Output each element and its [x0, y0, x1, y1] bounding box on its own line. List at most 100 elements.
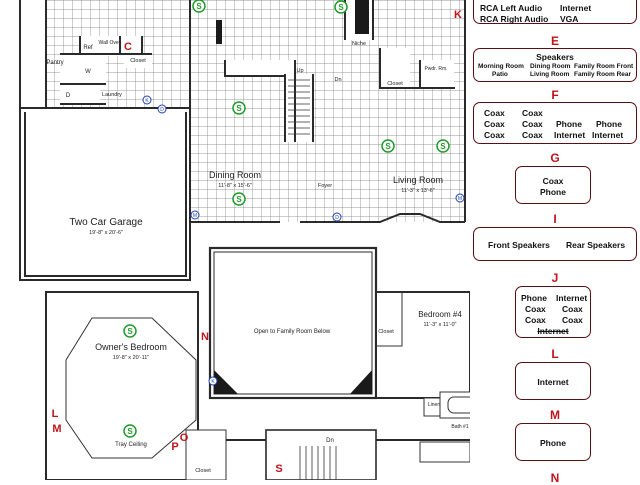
linen-label: Linen — [428, 402, 440, 408]
label-n: N — [201, 331, 209, 343]
legend-letter-e: E — [550, 34, 559, 48]
j-coax: Coax — [562, 304, 583, 314]
main-floor — [20, 0, 465, 280]
fireplace — [355, 0, 369, 34]
e-title: Speakers — [536, 52, 574, 62]
open-family-room-label: Open to Family Room Below — [254, 329, 331, 335]
outlet-marker: D — [332, 212, 342, 222]
bedroom4-dim: 11'-3" x 11'-0" — [423, 322, 456, 328]
svg-text:K: K — [211, 379, 215, 385]
svg-text:S: S — [338, 3, 344, 12]
j-phone: Phone — [521, 293, 547, 303]
legend-letter-j: J — [551, 271, 559, 285]
j-internet-struck: Internet — [537, 326, 569, 336]
speaker-marker: S — [192, 0, 206, 13]
svg-text:S: S — [236, 104, 242, 113]
legend-box-e: Speakers Morning Room Patio Dining Room … — [473, 48, 637, 82]
closet-bottom-label: Closet — [195, 468, 211, 474]
svg-text:S: S — [236, 195, 242, 204]
legend-box-l: Internet — [515, 362, 591, 400]
floor-plan: Dining Room 11'-8" x 15'-6" Living Room … — [19, 0, 470, 480]
legend-box-f: Coax Coax Coax Coax Phone Phone Coax Coa… — [473, 102, 637, 144]
legend-letter-g: G — [550, 151, 560, 165]
up-label: Up — [296, 68, 303, 74]
svg-text:D: D — [160, 107, 164, 113]
outlet-marker: D — [157, 104, 167, 114]
e-living-room: Living Room — [530, 71, 570, 78]
k-internet: Internet — [560, 3, 592, 13]
m-phone: Phone — [540, 438, 566, 448]
column — [216, 20, 222, 44]
svg-text:S: S — [196, 2, 202, 11]
dn-label: Dn — [334, 77, 341, 83]
f-phone: Phone — [596, 119, 622, 129]
f-coax: Coax — [522, 108, 543, 118]
svg-text:S: S — [127, 427, 133, 436]
garage-label: Two Car Garage — [69, 217, 143, 228]
owners-bedroom-label: Owner's Bedroom — [95, 342, 167, 352]
speaker-marker: S — [381, 139, 395, 153]
legend-box-g: Coax Phone — [515, 166, 591, 204]
svg-text:M: M — [193, 213, 197, 219]
label-c: C — [124, 41, 132, 53]
foyer-label: Foyer — [318, 183, 332, 189]
speaker-marker: S — [436, 139, 450, 153]
ref-label: Ref — [83, 45, 93, 51]
label-k: K — [454, 9, 462, 21]
dining-room-dim: 11'-8" x 15'-6" — [218, 183, 251, 189]
closet-c-label: Closet — [130, 58, 146, 64]
washer-label: W — [85, 69, 91, 75]
k-rca-left: RCA Left Audio — [480, 3, 543, 13]
svg-text:D: D — [335, 215, 339, 221]
outlet-marker: M — [190, 210, 200, 220]
living-room-dim: 11'-3" x 13'-6" — [401, 188, 434, 194]
e-morning-room: Morning Room — [478, 63, 524, 70]
legend-letter-f: F — [551, 88, 559, 102]
niche-label: Niche — [352, 41, 366, 47]
legend-letter-i: I — [553, 212, 557, 226]
legend-letter-l: L — [551, 347, 559, 361]
speaker-marker: S — [123, 424, 137, 438]
f-coax: Coax — [484, 119, 505, 129]
f-internet: Internet — [592, 130, 624, 140]
e-patio: Patio — [492, 71, 508, 78]
pantry-label: Pantry — [46, 60, 63, 66]
e-dining-room: Dining Room — [530, 63, 571, 70]
main-stairs — [288, 79, 310, 135]
dn-stair-label: Dn — [326, 438, 334, 444]
main-floor-walls — [19, 0, 466, 281]
svg-text:S: S — [127, 327, 133, 336]
legend-panel: RCA Left Audio Internet RCA Right Audio … — [470, 0, 640, 485]
legend-box-i: Front Speakers Rear Speakers — [473, 227, 637, 261]
k-rca-right: RCA Right Audio — [480, 14, 549, 24]
tray-ceiling-label: Tray Ceiling — [115, 442, 147, 448]
label-p: P — [171, 441, 178, 453]
speaker-marker: S — [334, 0, 348, 14]
l-internet: Internet — [537, 377, 569, 387]
outlet-marker: K — [208, 376, 218, 386]
powder-room-label: Pwdr. Rm. — [424, 66, 447, 72]
label-l: L — [52, 408, 59, 420]
legend-box-k: RCA Left Audio Internet RCA Right Audio … — [473, 0, 637, 24]
f-coax: Coax — [522, 119, 543, 129]
owners-bedroom-dim: 19'-8" x 20'-11" — [113, 355, 150, 361]
bedroom4-label: Bedroom #4 — [418, 310, 462, 319]
g-coax: Coax — [542, 176, 564, 186]
f-internet: Internet — [554, 130, 586, 140]
f-coax: Coax — [522, 130, 543, 140]
svg-text:S: S — [385, 142, 391, 151]
second-floor — [45, 246, 470, 480]
speaker-marker: S — [232, 192, 246, 206]
garage-dim: 19'-8" x 20'-6" — [89, 230, 123, 236]
speaker-marker: S — [232, 101, 246, 115]
legend-letter-m: M — [550, 408, 560, 422]
j-coax: Coax — [562, 315, 583, 325]
e-family-room-front: Family Room Front — [574, 63, 634, 70]
label-m: M — [52, 423, 61, 435]
e-family-room-rear: Family Room Rear — [574, 71, 632, 78]
j-coax: Coax — [525, 315, 546, 325]
i-front-speakers: Front Speakers — [488, 240, 550, 250]
outlet-marker: K — [142, 95, 152, 105]
label-o: O — [180, 432, 189, 444]
dining-room-label: Dining Room — [209, 170, 261, 180]
